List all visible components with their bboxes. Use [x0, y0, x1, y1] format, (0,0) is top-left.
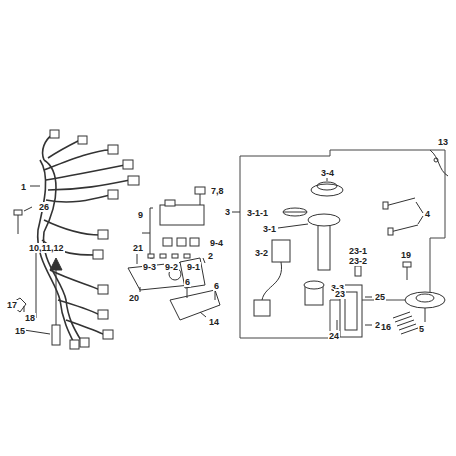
callout-number: 20 [128, 293, 140, 303]
callout-number: 17 [6, 300, 18, 310]
callout-number: 14 [208, 317, 220, 327]
callout-number: 9-2 [164, 262, 179, 272]
callout-number: 21 [132, 243, 144, 253]
callout-number: 9-1 [186, 262, 201, 272]
callout-number: 3-1 [262, 224, 277, 234]
callout-number: 2 [207, 251, 214, 261]
callout-number: 9 [137, 210, 144, 220]
callout-number: 23-1 [348, 246, 368, 256]
callout-number: 7,8 [210, 186, 225, 196]
callout-number: 23 [334, 289, 346, 299]
callout-number: 19 [400, 250, 412, 260]
callout-number: 16 [380, 322, 392, 332]
callout-number: 10,11,12 [28, 243, 65, 253]
callout-number: 6 [213, 281, 220, 291]
callout-number: 3-4 [320, 168, 335, 178]
callout-number: 9-4 [209, 238, 224, 248]
callout-number: 24 [328, 331, 340, 341]
callout-number: 13 [437, 137, 449, 147]
callout-number: 25 [374, 292, 386, 302]
callout-number: 3-1-1 [246, 208, 269, 218]
callout-number: 23-2 [348, 256, 368, 266]
callout-number: 6 [184, 277, 191, 287]
callout-number: 1 [20, 182, 27, 192]
callout-number: 4 [424, 209, 431, 219]
callout-number: 3 [224, 207, 231, 217]
callout-number: 5 [418, 324, 425, 334]
callout-number: 26 [38, 202, 50, 212]
callout-number: 15 [14, 326, 26, 336]
callout-number: 18 [24, 313, 36, 323]
callout-number: 3-2 [254, 248, 269, 258]
callout-number: 9-3 [142, 262, 157, 272]
